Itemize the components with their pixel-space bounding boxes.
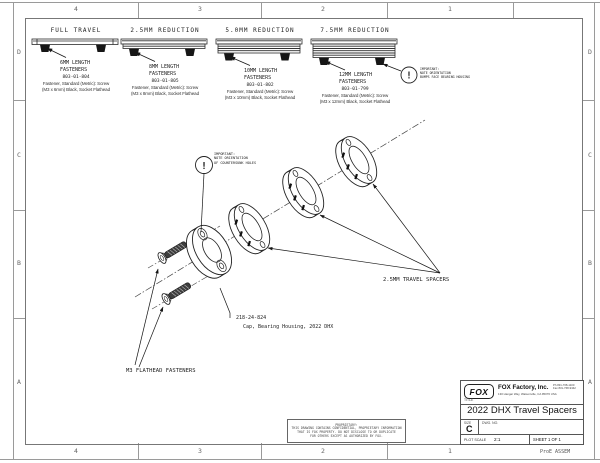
config-panel-7-5mm: 7.5MM REDUCTION 12MM LENGTH FASTENERS 80… xyxy=(309,27,401,105)
zone-row-label: C xyxy=(588,151,592,159)
leader-arrow xyxy=(46,48,67,58)
sheet-size-value: C xyxy=(466,424,473,434)
company-phone: Ph 831-768-1100 Fax 831-768-9342 xyxy=(553,383,576,391)
travel-spacers-label: 2.5MM TRAVEL SPACERS xyxy=(383,277,450,283)
zone-tick xyxy=(582,210,594,211)
fastener-description: Fastener, Standard (Metric): Screw (M3 x… xyxy=(131,85,199,96)
company-name: FOX Factory, Inc. xyxy=(498,384,549,391)
spacer-stack-side-view xyxy=(310,38,398,71)
plot-scale-value: 2:1 xyxy=(494,437,501,442)
bumps-orientation-note: IMPORTANT: NOTE ORIENTATION BUMPS FACE B… xyxy=(420,67,470,79)
panel-title: FULL TRAVEL xyxy=(50,27,102,34)
screw-head xyxy=(96,44,106,52)
fastener-description: Fastener, Standard (Metric): Screw (M3 x… xyxy=(319,93,391,104)
screw-head xyxy=(224,53,234,61)
fastener-callout: 12MM LENGTH FASTENERS xyxy=(339,72,373,85)
panel-title: 7.5MM REDUCTION xyxy=(320,27,390,34)
zone-row-label: B xyxy=(17,259,21,267)
zone-col-label: 4 xyxy=(74,5,78,13)
fastener-description: Fastener, Standard (Metric): Screw (M3 x… xyxy=(224,89,296,100)
proprietary-notice: PROPRIETARY: THIS DRAWING CONTAINS CONFI… xyxy=(287,419,406,443)
zone-row-label: D xyxy=(588,48,592,56)
zone-col-label: 2 xyxy=(321,5,325,13)
zone-row-label: A xyxy=(17,378,21,386)
cap-part-number: 218-24-824 xyxy=(236,315,267,321)
fastener-callout: 10MM LENGTH FASTENERS xyxy=(244,68,278,81)
part-number: 803-01-799 xyxy=(341,87,369,92)
zone-tick xyxy=(387,2,388,18)
zone-col-label: 1 xyxy=(448,447,452,455)
company-address: 130 Hangar Way, Watsonville, CA 95076 US… xyxy=(498,392,557,396)
border-right-line xyxy=(594,2,595,460)
m3-fasteners-label: M3 FLATHEAD FASTENERS xyxy=(126,368,196,374)
drawing-title: 2022 DHX Travel Spacers xyxy=(467,405,577,416)
border-bottom-line xyxy=(0,459,600,460)
config-panel-5-0mm: 5.0MM REDUCTION 10MM LENGTH FASTENERS 80… xyxy=(214,27,306,101)
panel-title: 5.0MM REDUCTION xyxy=(225,27,295,34)
zone-col-label: 2 xyxy=(321,447,325,455)
config-panel-full-travel: FULL TRAVEL 6MM LENGTH FASTENERS 803-01-… xyxy=(30,27,122,93)
zone-tick xyxy=(13,318,25,319)
fox-logo: FOX xyxy=(464,384,494,399)
cap-description: Cap, Bearing Housing, 2022 DHX xyxy=(243,324,334,330)
zone-tick xyxy=(261,2,262,18)
panel-title: 2.5MM REDUCTION xyxy=(130,27,200,34)
countersunk-orientation-note: IMPORTANT: NOTE ORIENTATION OF COUNTERSU… xyxy=(214,152,257,165)
sheet-number: SHEET 1 OF 1 xyxy=(533,437,561,442)
spacer-stack-side-view xyxy=(120,38,208,62)
part-number: 803-01-804 xyxy=(62,75,90,80)
border-top-line xyxy=(0,2,600,3)
dwg-no-field-label: DWG. NO. xyxy=(482,421,499,425)
leader-arrow xyxy=(324,61,346,71)
zone-tick xyxy=(582,100,594,101)
zone-tick xyxy=(13,210,25,211)
screw-head xyxy=(319,57,329,65)
screw-head xyxy=(40,44,50,52)
screw-head xyxy=(185,48,195,56)
zone-tick xyxy=(13,100,25,101)
border-left-line xyxy=(13,2,14,460)
spacer-stack-side-view xyxy=(31,38,119,58)
zone-tick xyxy=(387,443,388,459)
zone-col-label: 3 xyxy=(198,447,202,455)
part-number: 803-01-805 xyxy=(151,79,179,84)
size-field-label: SIZE xyxy=(464,421,472,425)
zone-tick xyxy=(261,443,262,459)
title-block: FOX FOX Factory, Inc. 130 Hangar Way, Wa… xyxy=(460,380,584,445)
zone-col-label: 1 xyxy=(448,5,452,13)
zone-tick xyxy=(138,443,139,459)
zone-tick xyxy=(138,2,139,18)
screw-head xyxy=(375,57,385,65)
plot-scale-label: PLOT SCALE xyxy=(464,438,487,442)
fastener-description: Fastener, Standard (Metric): Screw (M3 x… xyxy=(42,81,110,92)
zone-tick xyxy=(582,318,594,319)
screw-head xyxy=(280,53,290,61)
zone-col-label: 4 xyxy=(74,447,78,455)
leader-arrow xyxy=(134,52,156,62)
part-number: 803-01-802 xyxy=(246,83,274,88)
zone-row-label: C xyxy=(17,151,21,159)
drawing-frame xyxy=(25,18,583,445)
leader-arrow xyxy=(229,56,251,66)
zone-row-label: D xyxy=(17,48,21,56)
zone-tick xyxy=(513,2,514,18)
screw-head xyxy=(129,48,139,56)
config-panel-2-5mm: 2.5MM REDUCTION 8MM LENGTH FASTENERS 803… xyxy=(119,27,211,97)
fastener-callout: 8MM LENGTH FASTENERS xyxy=(149,64,180,77)
proe-note: ProE ASSEM xyxy=(540,449,571,455)
title-field-label: TITLE xyxy=(464,398,474,402)
zone-row-label: B xyxy=(588,259,592,267)
zone-col-label: 3 xyxy=(198,5,202,13)
fastener-callout: 6MM LENGTH FASTENERS xyxy=(60,60,91,73)
spacer-stack-side-view xyxy=(215,38,303,66)
zone-row-label: A xyxy=(588,378,592,386)
